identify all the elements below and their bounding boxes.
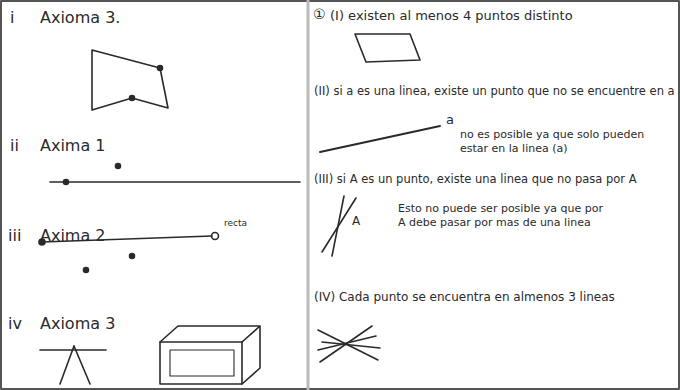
axiom-statement: (IV) Cada punto se encuentra en almenos … [314, 290, 676, 305]
line-sketch [320, 126, 440, 152]
line-sketch [60, 346, 74, 384]
point-dot [158, 66, 163, 71]
line-sketch [74, 346, 90, 384]
axiom-heading: Axima 1 [40, 136, 106, 156]
axiom-statement: (I) existen al menos 4 puntos distinto [330, 8, 573, 24]
box-sketch [160, 326, 260, 384]
axiom-heading: Axioma 3. [40, 8, 120, 28]
roman-numeral: iv [8, 314, 22, 334]
point-name: A [352, 214, 360, 229]
line-sketch [50, 181, 300, 183]
point-dot [130, 254, 135, 259]
roman-numeral: iii [8, 226, 21, 246]
quadrilateral-sketch [92, 50, 168, 110]
margin-note: recta [224, 218, 247, 229]
circled-number: ① [313, 6, 326, 24]
axiom-statement: (II) si a es una linea, existe un punto … [314, 84, 676, 98]
point-dot [130, 96, 135, 101]
axiom-heading: Axima 2 [40, 226, 106, 246]
point-dot [84, 268, 89, 273]
open-point [212, 233, 219, 240]
axiom-heading: Axioma 3 [40, 314, 115, 334]
line-sketch [332, 196, 344, 256]
point-dot [64, 180, 69, 185]
concurrent-lines [318, 326, 380, 362]
handwritten-note: Esto no puede ser posible ya que por A d… [398, 202, 608, 230]
panel-divider [307, 1, 310, 389]
roman-numeral: ii [10, 136, 19, 156]
line-name: a [446, 112, 454, 128]
axiom-statement: (III) si A es un punto, existe una linea… [314, 172, 676, 186]
parallelogram-sketch [355, 34, 420, 62]
roman-numeral: i [10, 8, 14, 28]
handwritten-note: no es posible ya que solo pueden estar e… [460, 128, 672, 156]
point-dot [116, 164, 121, 169]
